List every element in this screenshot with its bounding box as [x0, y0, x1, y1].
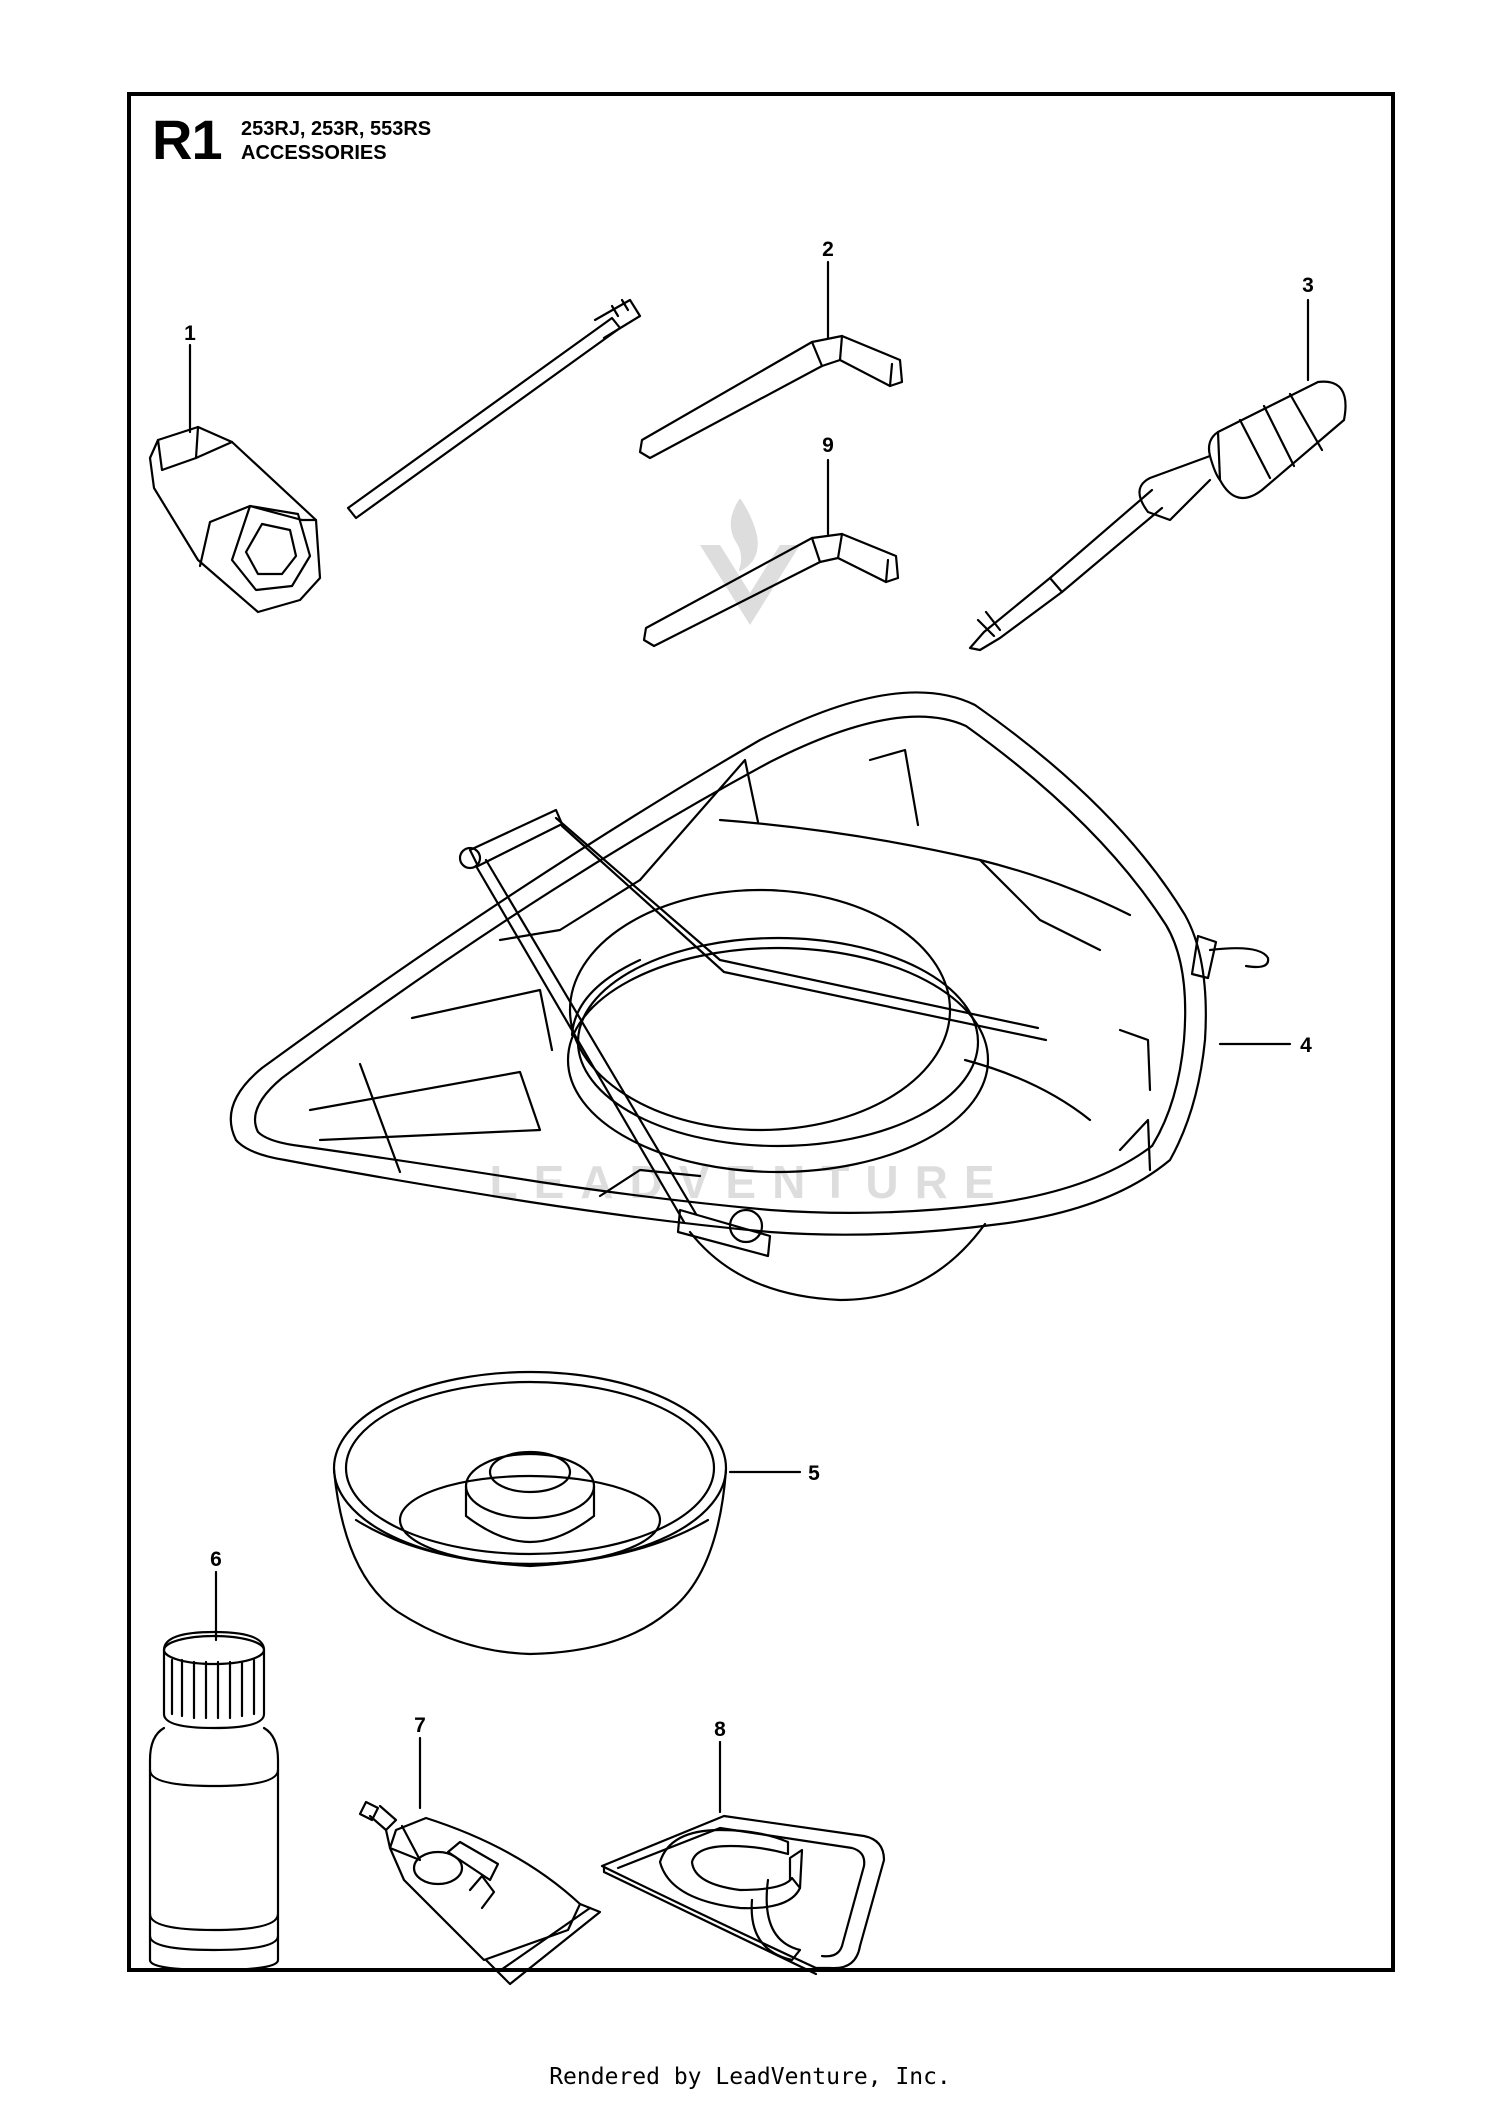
- callout-labels: 1 2 3 4 5 6 7 8 9: [184, 238, 1314, 1741]
- section-code: R1: [152, 108, 223, 171]
- leadventure-watermark: LEADVENTURE: [489, 498, 1010, 1208]
- callout-6: 6: [210, 1548, 222, 1571]
- section-title: ACCESSORIES: [241, 142, 387, 164]
- model-list: 253RJ, 253R, 553RS: [241, 118, 432, 140]
- part-6-oil-bottle: [148, 1570, 280, 1972]
- callout-9: 9: [822, 434, 834, 457]
- part-2-hex-key: [638, 260, 904, 460]
- callout-5: 5: [808, 1462, 820, 1485]
- part-7-grease-tube: [358, 1736, 602, 1986]
- part-4-guard: [229, 691, 1292, 1302]
- watermark-text: LEADVENTURE: [489, 1156, 1010, 1208]
- callout-4: 4: [1300, 1034, 1312, 1057]
- callout-3: 3: [1302, 274, 1314, 297]
- part-9-hex-key: [642, 458, 900, 648]
- part-3-screwdriver: [968, 298, 1347, 652]
- callout-2: 2: [822, 238, 834, 261]
- callout-1: 1: [184, 322, 196, 345]
- callout-7: 7: [414, 1714, 426, 1737]
- diagram-frame: [127, 92, 1395, 1972]
- callout-8: 8: [714, 1718, 726, 1741]
- part-5-support-cup: [332, 1370, 802, 1656]
- footer-credit: Rendered by LeadVenture, Inc.: [549, 2064, 951, 2090]
- part-1-spanner: [148, 298, 642, 614]
- part-8-bag: [600, 1740, 886, 1976]
